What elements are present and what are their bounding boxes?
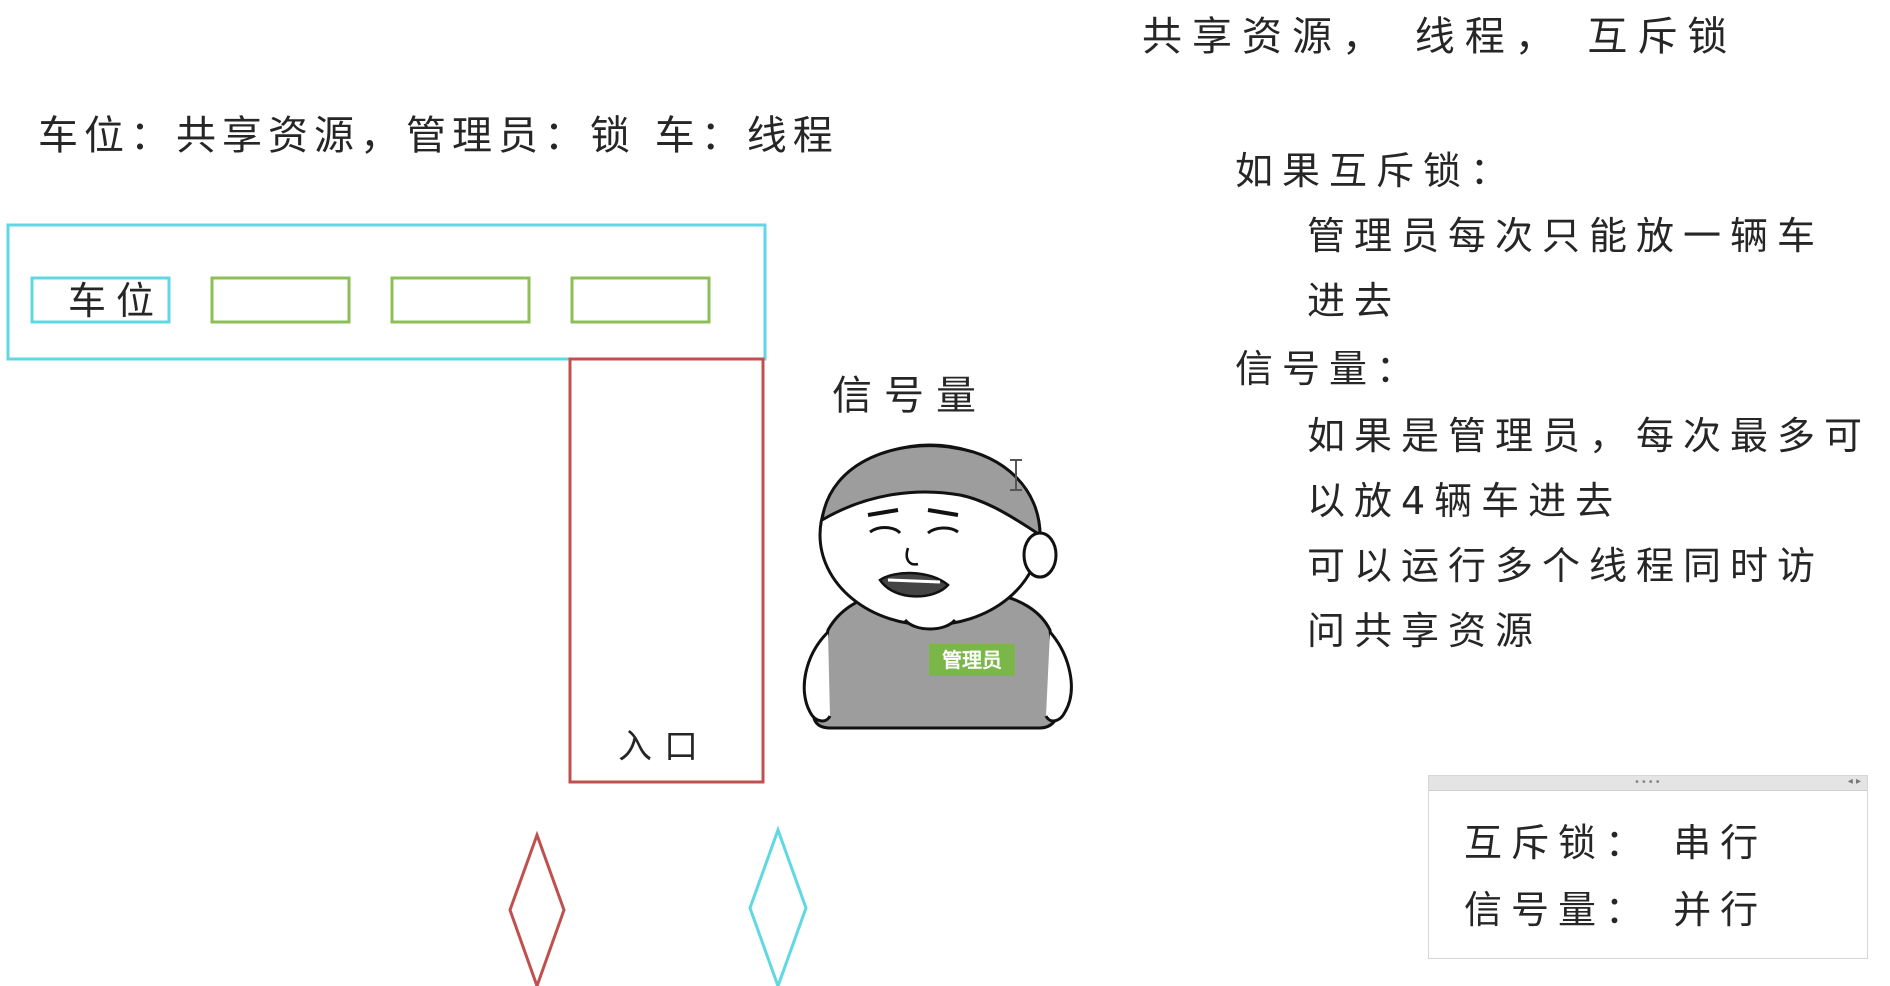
- grip-icon[interactable]: ••••: [1634, 777, 1662, 788]
- panel-drag-bar[interactable]: •••• ◂ ▸: [1429, 776, 1867, 791]
- mutex-line: 管理员每次只能放一辆车: [1307, 214, 1825, 258]
- parking-slot-1: [30, 276, 171, 324]
- admin-character: [802, 443, 1073, 730]
- parking-slot-4: [570, 276, 711, 324]
- entrance-corridor: [568, 357, 765, 784]
- semaphore-line: 以放4辆车进去: [1307, 479, 1623, 523]
- parking-slot-3: [390, 276, 531, 324]
- notes-title: 共享资源， 线程， 互斥锁: [1142, 14, 1738, 60]
- analogy-title: 车位：共享资源，管理员：锁 车：线程: [38, 113, 839, 159]
- arrows-icon[interactable]: ◂ ▸: [1847, 776, 1861, 787]
- car-diamond-red: [508, 830, 566, 986]
- parking-slot-2: [210, 276, 351, 324]
- cursor-icon: [1010, 459, 1022, 491]
- semaphore-line: 可以运行多个线程同时访: [1307, 544, 1825, 588]
- parking-slot-label: 车位: [68, 279, 165, 323]
- entrance-label: 入口: [618, 727, 710, 767]
- summary-mutex: 互斥锁： 串行: [1464, 821, 1768, 865]
- summary-panel: •••• ◂ ▸ 互斥锁： 串行 信号量： 并行: [1428, 775, 1868, 959]
- parking-lot-outline: [6, 223, 767, 361]
- semaphore-line: 如果是管理员，每次最多可: [1307, 414, 1872, 458]
- semaphore-line: 问共享资源: [1307, 609, 1543, 653]
- mutex-line: 进去: [1307, 279, 1402, 323]
- car-diamond-cyan: [748, 825, 808, 986]
- mutex-heading: 如果互斥锁：: [1235, 149, 1518, 193]
- semaphore-label: 信号量: [832, 373, 988, 419]
- summary-semaphore: 信号量： 并行: [1464, 888, 1768, 932]
- admin-badge: 管理员: [929, 644, 1015, 676]
- semaphore-heading: 信号量：: [1235, 347, 1424, 391]
